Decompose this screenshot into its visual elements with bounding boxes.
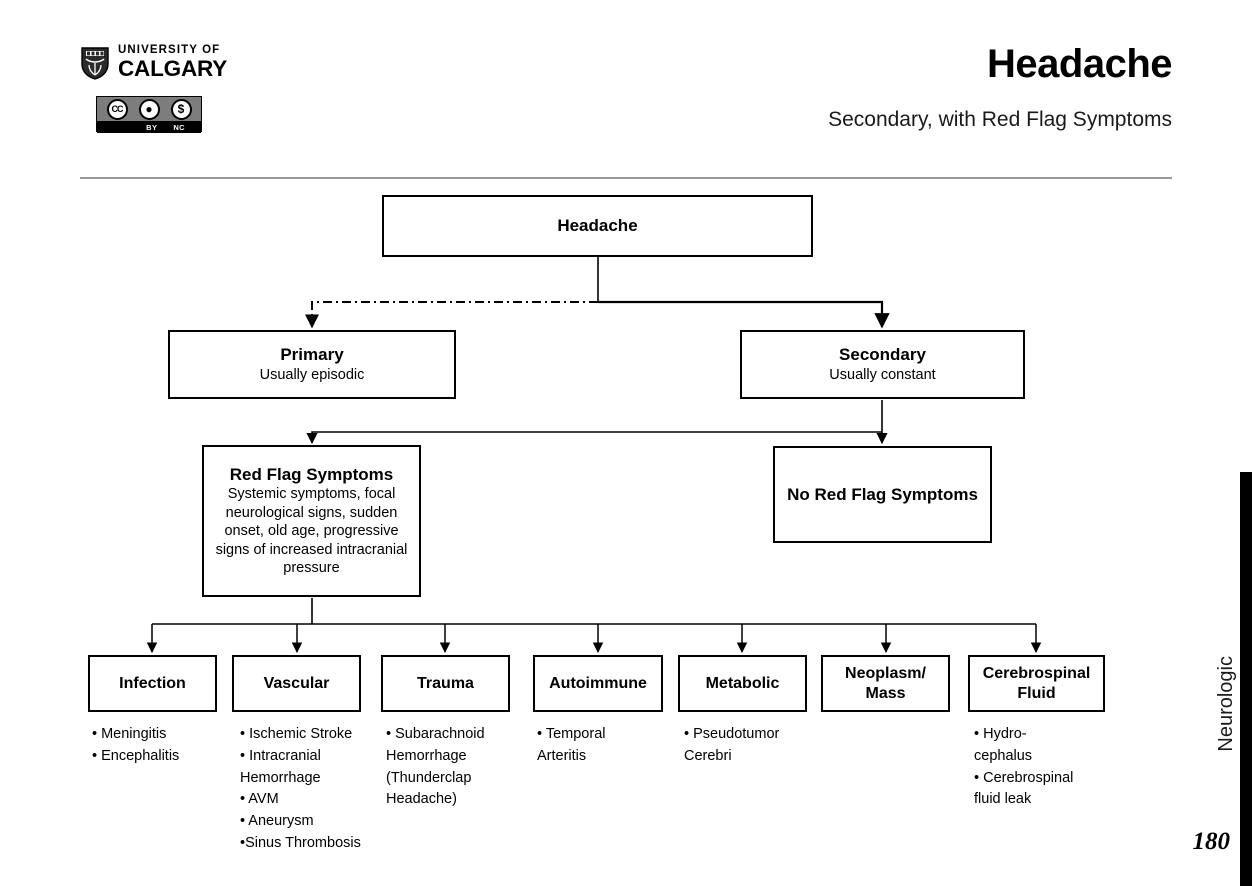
list-item: • Subarachnoid Hemorrhage (Thunderclap H…: [386, 726, 485, 808]
list-item: • Pseudotumor Cerebri: [684, 726, 780, 764]
node-category-neoplasm-mass[interactable]: Neoplasm/ Mass: [821, 655, 950, 712]
page-subtitle: Secondary, with Red Flag Symptoms: [828, 108, 1172, 131]
node-red-flag-symptoms[interactable]: Red Flag Symptoms Systemic symptoms, foc…: [202, 445, 421, 597]
node-no-red-flag-symptoms[interactable]: No Red Flag Symptoms: [773, 446, 992, 543]
node-red-flag-body: Systemic symptoms, focal neurological si…: [215, 486, 408, 577]
header-divider: [80, 177, 1172, 179]
creative-commons-icon: CC: [106, 98, 128, 120]
non-commercial-icon: $: [170, 98, 192, 120]
list-item: • Hydro- cephalus: [974, 726, 1033, 764]
list-item: • Temporal Arteritis: [537, 726, 606, 764]
university-name-line2: CALGARY: [118, 55, 228, 81]
category-label: Neoplasm/ Mass: [845, 664, 926, 702]
list-item: • Cerebrospinal fluid leak: [974, 769, 1074, 808]
bullet-list-vascular: • Ischemic Stroke • Intracranial Hemorrh…: [240, 724, 380, 855]
list-item: • Intracranial Hemorrhage: [240, 747, 321, 786]
node-category-vascular[interactable]: Vascular: [232, 655, 361, 712]
section-label-neurologic: Neurologic: [1215, 656, 1237, 752]
attribution-person-icon: ●: [138, 98, 160, 120]
list-item: • Encephalitis: [92, 747, 180, 764]
edge-headache-primary: [305, 301, 598, 329]
category-label: Metabolic: [705, 674, 780, 692]
university-of-calgary-logo: UNIVERSITY OF CALGARY: [80, 44, 228, 81]
category-label: Vascular: [263, 674, 330, 692]
license-nc-label: NC: [173, 122, 185, 132]
category-label: Autoimmune: [549, 674, 647, 692]
node-headache-label: Headache: [557, 216, 638, 236]
edge-marker-bar: [1240, 472, 1252, 886]
node-primary[interactable]: Primary Usually episodic: [168, 330, 456, 399]
page-title: Headache: [987, 42, 1172, 86]
list-item: •Sinus Thrombosis: [240, 834, 361, 851]
list-item: • Meningitis: [92, 726, 167, 742]
node-headache[interactable]: Headache: [382, 195, 813, 257]
node-secondary[interactable]: Secondary Usually constant: [740, 330, 1025, 399]
node-category-infection[interactable]: Infection: [88, 655, 217, 712]
node-primary-subtitle: Usually episodic: [259, 366, 365, 383]
page-number: 180: [1192, 828, 1231, 855]
node-no-red-flag-label: No Red Flag Symptoms: [787, 484, 978, 504]
bullet-list-infection: • Meningitis • Encephalitis: [92, 724, 224, 768]
node-category-trauma[interactable]: Trauma: [381, 655, 510, 712]
university-shield-icon: [81, 46, 109, 80]
edge-headache-secondary: [598, 300, 890, 329]
bullet-list-cerebrospinal-fluid: • Hydro- cephalus • Cerebrospinal fluid …: [974, 724, 1104, 811]
bullet-list-trauma: • Subarachnoid Hemorrhage (Thunderclap H…: [386, 724, 521, 811]
university-name-line1: UNIVERSITY OF: [118, 44, 221, 56]
category-label: Cerebrospinal Fluid: [982, 664, 1091, 702]
license-by-label: BY: [146, 122, 158, 132]
node-category-autoimmune[interactable]: Autoimmune: [533, 655, 663, 712]
node-category-cerebrospinal-fluid[interactable]: Cerebrospinal Fluid: [968, 655, 1105, 712]
list-item: • AVM: [240, 791, 279, 808]
edge-secondary-redflag: [306, 431, 882, 445]
node-primary-label: Primary: [280, 345, 344, 365]
node-secondary-label: Secondary: [839, 345, 926, 365]
node-red-flag-label: Red Flag Symptoms: [229, 465, 394, 484]
list-item: • Aneurysm: [240, 813, 314, 829]
category-label: Infection: [119, 674, 186, 692]
category-label: Trauma: [417, 674, 474, 692]
node-secondary-subtitle: Usually constant: [829, 366, 936, 383]
bullet-list-metabolic: • Pseudotumor Cerebri: [684, 724, 819, 768]
list-item: • Ischemic Stroke: [240, 726, 353, 742]
bullet-list-autoimmune: • Temporal Arteritis: [537, 724, 667, 768]
node-category-metabolic[interactable]: Metabolic: [678, 655, 807, 712]
creative-commons-license-badge: CC ● $ BY NC: [96, 96, 202, 133]
